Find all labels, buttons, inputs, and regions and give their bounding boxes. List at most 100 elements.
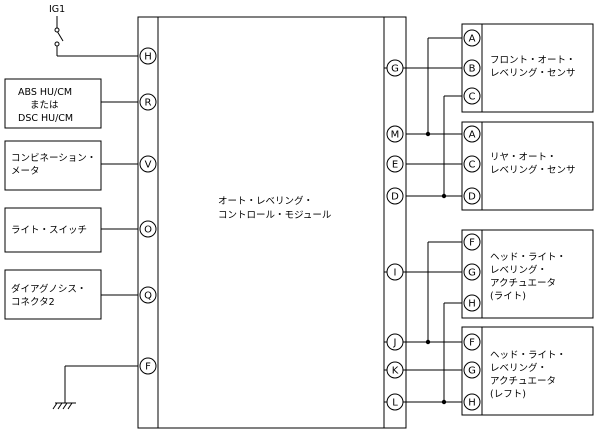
abs-label: ABS HU/CM または DSC HU/CM [18, 87, 73, 124]
svg-text:B: B [469, 64, 476, 75]
light-switch-box [4, 207, 102, 253]
svg-text:メータ: メータ [11, 166, 40, 177]
pin-K: K [386, 361, 404, 379]
right-actuator-box [461, 229, 594, 319]
front-sensor-label: フロント・オート・ レベリング・センサ [490, 55, 576, 79]
svg-text:ダイアグノシス・: ダイアグノシス・ [11, 283, 86, 295]
pin-V: V [139, 155, 157, 173]
svg-text:レベリング・: レベリング・ [490, 264, 547, 276]
junction-dot [441, 193, 447, 199]
combination-meter-label: コンビネーション・ メータ [11, 153, 96, 177]
svg-text:(レフト): (レフト) [490, 389, 526, 400]
svg-text:A: A [469, 34, 476, 45]
svg-text:R: R [145, 98, 152, 109]
svg-text:G: G [468, 268, 476, 279]
svg-text:F: F [469, 238, 475, 249]
front-sensor-pin-B: B [463, 59, 481, 77]
svg-text:ヘッド・ライト・: ヘッド・ライト・ [490, 350, 566, 361]
svg-text:V: V [145, 160, 152, 171]
svg-text:コネクタ2: コネクタ2 [11, 297, 55, 308]
module-label: オート・レベリング・ コントロール・モジュール [218, 195, 332, 221]
light-switch-label: ライト・スイッチ [11, 225, 87, 236]
left-actuator-pins: F G H [463, 333, 481, 411]
svg-text:コントロール・モジュール: コントロール・モジュール [218, 210, 332, 221]
pin-G: G [386, 59, 404, 77]
right-actuator-label: ヘッド・ライト・ レベリング・ アクチュエータ (ライト) [490, 252, 566, 302]
svg-text:Q: Q [144, 291, 152, 302]
front-sensor-pin-A: A [463, 29, 481, 47]
pin-J: J [386, 333, 404, 351]
svg-text:D: D [391, 192, 399, 203]
front-sensor-pin-C: C [463, 87, 481, 105]
pin-O: O [139, 220, 157, 238]
rear-sensor-box [461, 121, 594, 211]
left-pins: H R V O Q F [139, 47, 157, 375]
svg-text:フロント・オート・: フロント・オート・ [490, 55, 576, 66]
pin-R: R [139, 93, 157, 111]
rear-sensor-pins: A C D [463, 125, 481, 205]
front-sensor-pins: A B C [463, 29, 481, 105]
svg-text:F: F [145, 362, 151, 373]
svg-text:H: H [468, 299, 476, 310]
rear-sensor-label: リヤ・オート・ レベリング・センサ [490, 152, 576, 176]
svg-text:アクチュエータ: アクチュエータ [490, 376, 556, 387]
svg-text:レベリング・センサ: レベリング・センサ [490, 67, 576, 79]
junction-dot [425, 339, 431, 345]
svg-text:D: D [468, 192, 476, 203]
rear-sensor-pin-C: C [463, 155, 481, 173]
left-actuator-pin-F: F [463, 333, 481, 351]
svg-text:レベリング・: レベリング・ [490, 362, 547, 374]
right-actuator-pin-G: G [463, 263, 481, 281]
svg-text:E: E [392, 160, 398, 171]
left-actuator-box [461, 326, 594, 416]
pin-H: H [139, 47, 157, 65]
svg-text:レベリング・センサ: レベリング・センサ [490, 164, 576, 176]
junction-dot [441, 399, 447, 405]
right-actuator-pin-F: F [463, 233, 481, 251]
left-actuator-label: ヘッド・ライト・ レベリング・ アクチュエータ (レフト) [490, 350, 566, 400]
pin-D: D [386, 187, 404, 205]
svg-text:O: O [144, 225, 152, 236]
rear-sensor-pin-D: D [463, 187, 481, 205]
svg-text:I: I [394, 268, 397, 279]
svg-text:アクチュエータ: アクチュエータ [490, 278, 556, 289]
svg-text:ライト・スイッチ: ライト・スイッチ [11, 225, 87, 236]
svg-text:または: または [30, 100, 59, 111]
svg-text:J: J [393, 338, 397, 349]
svg-text:リヤ・オート・: リヤ・オート・ [490, 152, 557, 163]
module-box [137, 16, 407, 429]
diagnosis-connector-label: ダイアグノシス・ コネクタ2 [11, 283, 86, 308]
junction-dot [425, 131, 431, 137]
right-actuator-pin-H: H [463, 294, 481, 312]
svg-text:DSC HU/CM: DSC HU/CM [18, 113, 73, 124]
ignition-label: IG1 [49, 4, 65, 15]
abs-box [4, 78, 102, 129]
svg-text:H: H [144, 52, 152, 63]
left-actuator-pin-G: G [463, 361, 481, 379]
svg-text:C: C [469, 160, 476, 171]
svg-text:G: G [391, 64, 399, 75]
svg-text:C: C [469, 92, 476, 103]
pin-M: M [386, 125, 404, 143]
svg-text:K: K [392, 366, 399, 377]
left-actuator-pin-H: H [463, 393, 481, 411]
svg-text:ABS HU/CM: ABS HU/CM [18, 87, 72, 98]
svg-text:M: M [391, 130, 400, 141]
svg-text:G: G [468, 366, 476, 377]
svg-text:コンビネーション・: コンビネーション・ [11, 153, 96, 164]
pin-F: F [139, 357, 157, 375]
rear-sensor-pin-A: A [463, 125, 481, 143]
switch-contact [54, 27, 60, 33]
svg-text:L: L [392, 398, 398, 409]
svg-text:(ライト): (ライト) [490, 291, 526, 302]
pin-L: L [386, 393, 404, 411]
switch-contact [54, 41, 60, 47]
combination-meter-box [4, 140, 102, 191]
right-actuator-pins: F G H [463, 233, 481, 312]
right-pins: G M E D I J K L [386, 59, 404, 411]
svg-text:ヘッド・ライト・: ヘッド・ライト・ [490, 252, 566, 263]
pin-E: E [386, 155, 404, 173]
svg-text:F: F [469, 338, 475, 349]
svg-text:A: A [469, 130, 476, 141]
